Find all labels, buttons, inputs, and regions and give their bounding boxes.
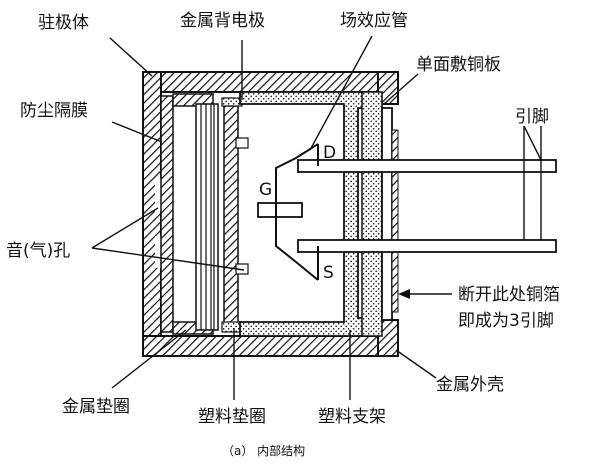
metal-washer-top bbox=[172, 93, 214, 107]
label-plastic-washer: 塑料垫圈 bbox=[198, 407, 266, 427]
label-single-side-copper-board: 单面敷铜板 bbox=[416, 55, 501, 75]
label-plastic-bracket: 塑料支架 bbox=[318, 407, 386, 427]
leader-membrane bbox=[111, 121, 163, 143]
copper-foil-strip bbox=[391, 129, 399, 313]
leader-pins-upper bbox=[523, 125, 542, 161]
figure-caption: （a） 内部结构 bbox=[222, 443, 305, 458]
label-metal-shell: 金属外壳 bbox=[436, 375, 504, 395]
label-dust-membrane: 防尘隔膜 bbox=[20, 101, 88, 121]
label-cut-here-line1: 断开此处铜箔 bbox=[458, 285, 560, 305]
pin-lead-upper bbox=[297, 159, 557, 173]
leader-sound-hole-upper bbox=[91, 207, 159, 249]
metal-shell-bottom-wall bbox=[142, 335, 399, 357]
gate-stub bbox=[257, 202, 303, 218]
plastic-washer-bottom bbox=[221, 321, 243, 333]
label-cut-here-line2: 即成为3引脚 bbox=[458, 311, 554, 331]
leader-lines bbox=[91, 35, 542, 400]
leader-fet bbox=[309, 35, 373, 151]
leader-sound-hole-lower bbox=[91, 247, 245, 271]
plastic-bracket-right-strip bbox=[361, 91, 383, 337]
cut-here-arrow-head bbox=[398, 289, 410, 299]
single-side-copper-board bbox=[381, 107, 393, 321]
leader-electret bbox=[109, 37, 153, 77]
label-metal-back-plate: 金属背电极 bbox=[180, 11, 265, 31]
electret-film bbox=[195, 103, 219, 331]
leader-copper-board bbox=[383, 73, 419, 105]
label-pins: 引脚 bbox=[515, 107, 549, 127]
pin-source-label: S bbox=[323, 263, 334, 283]
pins bbox=[297, 159, 557, 253]
pin-drain-label: D bbox=[323, 143, 336, 163]
fet-body bbox=[275, 143, 319, 281]
leader-metal-washer bbox=[111, 329, 187, 389]
dust-membrane bbox=[160, 95, 174, 333]
label-fet: 场效应管 bbox=[340, 11, 408, 31]
metal-shell-left-wall bbox=[142, 71, 162, 357]
pin-gate-label: G bbox=[259, 180, 272, 200]
electret-layers bbox=[195, 103, 219, 331]
pin-lead-lower bbox=[297, 239, 557, 253]
label-metal-washer: 金属垫圈 bbox=[62, 397, 130, 417]
metal-shell-top-wall bbox=[142, 71, 399, 93]
label-sound-hole: 音(气)孔 bbox=[6, 241, 70, 261]
plastic-washer bbox=[221, 97, 243, 107]
leader-metal-shell bbox=[395, 349, 437, 379]
electret-stack bbox=[160, 93, 249, 335]
back-plate-hole-upper bbox=[235, 137, 249, 149]
label-electret: 驻极体 bbox=[38, 13, 89, 33]
